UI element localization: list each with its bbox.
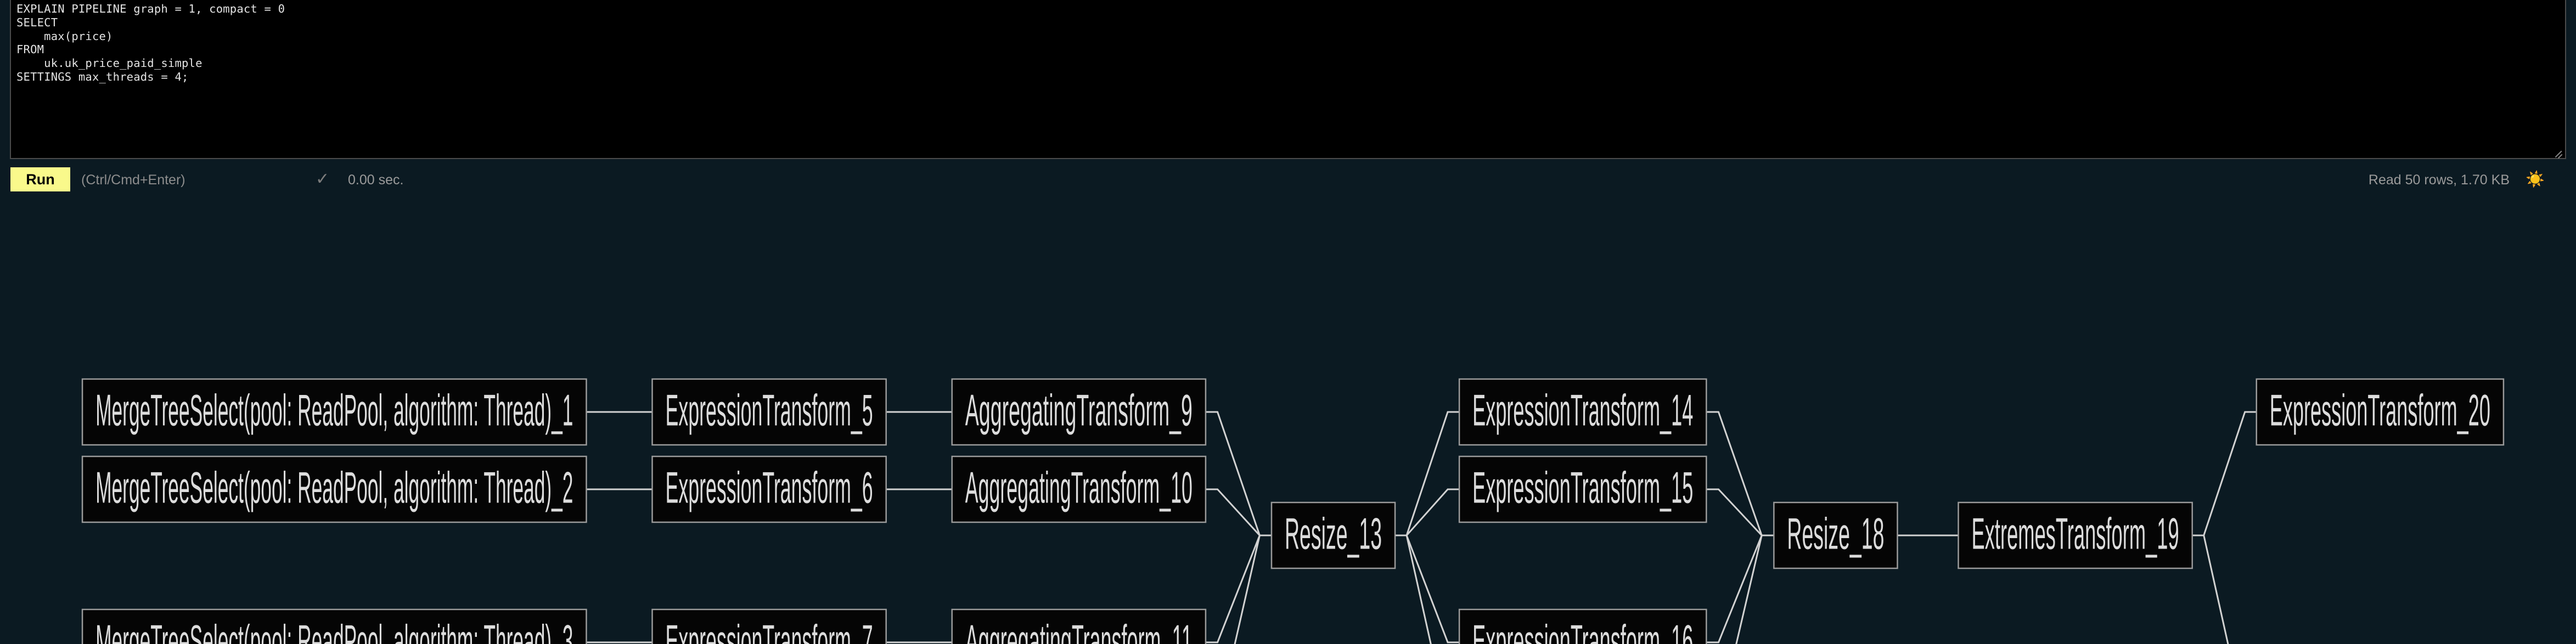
graph-node-box[interactable] [82,379,586,445]
graph-node-box[interactable] [952,379,1206,445]
graph-edge [1706,489,1774,535]
query-input[interactable] [10,0,2566,159]
pipeline-graph-container[interactable]: MergeTreeSelect(pool: ReadPool, algorith… [0,196,2576,644]
graph-node-box[interactable] [653,609,886,644]
graph-node-box[interactable] [1959,502,2192,568]
graph-node[interactable]: ExpressionTransform_5 [653,379,886,445]
read-stats-label: Read 50 rows, 1.70 KB [2368,172,2510,188]
graph-node[interactable]: ExpressionTransform_6 [653,456,886,522]
graph-node[interactable]: ExpressionTransform_15 [1459,456,1706,522]
query-toolbar: Run (Ctrl/Cmd+Enter) ✓ 0.00 sec. Read 50… [0,162,2576,196]
graph-edges-layer [586,412,2256,644]
graph-edge [1206,489,1272,535]
graph-node-box[interactable] [2257,379,2504,445]
graph-node[interactable]: AggregatingTransform_11 [952,609,1206,644]
graph-node-box[interactable] [1272,502,1395,568]
graph-node-box[interactable] [82,456,586,522]
graph-node[interactable]: MergeTreeSelect(pool: ReadPool, algorith… [82,379,586,445]
graph-edge [1206,412,1272,535]
graph-edge [1706,412,1774,535]
graph-node-box[interactable] [952,609,1206,644]
graph-node-box[interactable] [1459,456,1706,522]
keyboard-shortcut-hint: (Ctrl/Cmd+Enter) [81,172,185,188]
graph-node[interactable]: Resize_18 [1774,502,1897,568]
graph-node[interactable]: MergeTreeSelect(pool: ReadPool, algorith… [82,609,586,644]
sun-icon[interactable]: ☀️ [2526,171,2545,188]
graph-node[interactable]: AggregatingTransform_9 [952,379,1206,445]
graph-node[interactable]: MergeTreeSelect(pool: ReadPool, algorith… [82,456,586,522]
graph-node[interactable]: ExpressionTransform_14 [1459,379,1706,445]
graph-edge [2192,412,2257,535]
graph-edge [1395,412,1459,535]
query-editor-container [10,0,2566,160]
graph-node-box[interactable] [653,379,886,445]
graph-node-box[interactable] [1459,609,1706,644]
pipeline-graph-svg: MergeTreeSelect(pool: ReadPool, algorith… [0,196,2576,644]
graph-edge [1395,535,1459,644]
graph-edge [1706,535,1774,644]
graph-node-box[interactable] [952,456,1206,522]
graph-node-box[interactable] [1774,502,1897,568]
graph-node-box[interactable] [653,456,886,522]
graph-node[interactable]: ExpressionTransform_16 [1459,609,1706,644]
graph-node[interactable]: Resize_13 [1272,502,1395,568]
graph-node[interactable]: ExpressionTransform_7 [653,609,886,644]
success-check-icon: ✓ [316,170,330,188]
graph-nodes-layer: MergeTreeSelect(pool: ReadPool, algorith… [82,379,2504,644]
graph-edge [1206,535,1272,644]
graph-edge [1395,489,1459,535]
graph-node[interactable]: AggregatingTransform_10 [952,456,1206,522]
graph-node-box[interactable] [82,609,586,644]
graph-node-box[interactable] [1459,379,1706,445]
graph-node[interactable]: ExtremesTransform_19 [1959,502,2192,568]
graph-edge [2192,535,2257,644]
elapsed-time-label: 0.00 sec. [348,172,404,188]
graph-node[interactable]: ExpressionTransform_20 [2257,379,2504,445]
run-button[interactable]: Run [10,167,70,191]
